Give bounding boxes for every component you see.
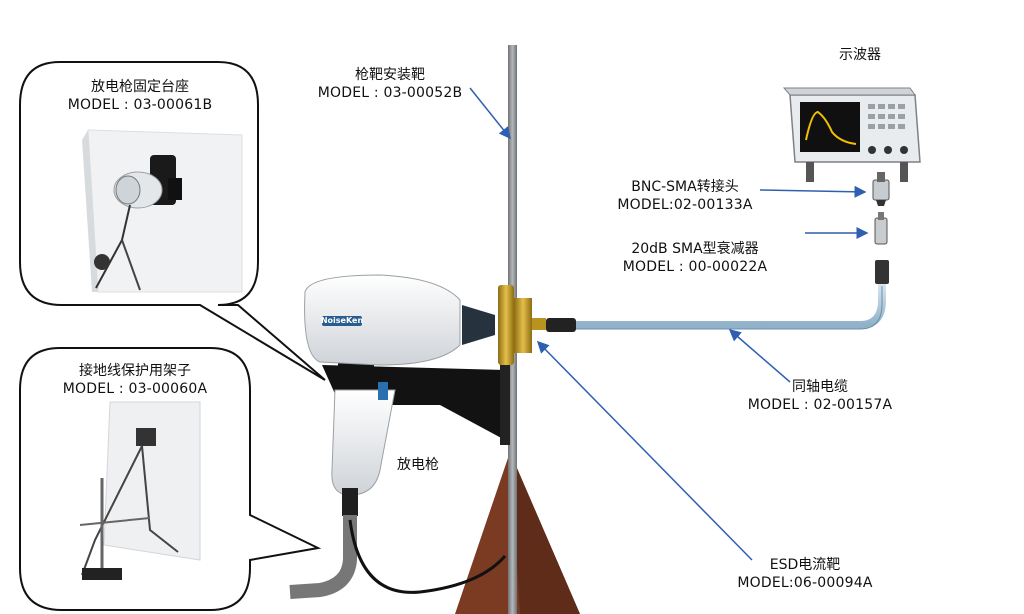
ground-frame-model: MODEL : 03-00060A <box>62 381 208 397</box>
cable-model: MODEL : 02-00157A <box>747 397 893 413</box>
target-mount-arrow <box>469 87 511 140</box>
sma-attenuator <box>874 212 888 245</box>
cable-label: 同轴电缆 MODEL : 02-00157A <box>735 378 905 414</box>
ground-frame-name: 接地线保护用架子 <box>79 363 191 379</box>
esd-target-arrow <box>536 340 753 561</box>
bnc-arrow <box>759 185 867 198</box>
gun-label: 放电枪 <box>378 456 458 474</box>
gun-brand: NoiseKen <box>320 316 364 325</box>
cable-arrow <box>728 329 791 383</box>
bnc-name: BNC-SMA转接头 <box>631 179 739 195</box>
target-mount-label: 枪靶安装靶 MODEL : 03-00052B <box>310 66 470 102</box>
oscilloscope <box>782 87 921 182</box>
stand-model: MODEL : 03-00061B <box>67 97 213 113</box>
target-mount-name: 枪靶安装靶 <box>355 67 425 83</box>
oscilloscope-label: 示波器 <box>820 46 900 64</box>
cable-name: 同轴电缆 <box>792 379 848 395</box>
esd-target-name: ESD电流靶 <box>769 557 841 573</box>
esd-target-label: ESD电流靶 MODEL:06-00094A <box>720 556 890 592</box>
oscilloscope-name: 示波器 <box>839 47 881 63</box>
attenuator-model: MODEL : 00-00022A <box>622 259 768 275</box>
ground-frame-photo <box>79 401 201 580</box>
bnc-label: BNC-SMA转接头 MODEL:02-00133A <box>600 178 770 214</box>
gun-name: 放电枪 <box>397 457 439 473</box>
esd-current-target <box>498 285 546 365</box>
coaxial-cable <box>546 260 889 332</box>
stand-name: 放电枪固定台座 <box>91 79 189 95</box>
bnc-sma-adapter <box>872 172 890 206</box>
stand-label: 放电枪固定台座 MODEL : 03-00061B <box>60 78 220 114</box>
discharge-gun <box>289 274 507 599</box>
target-mount-model: MODEL : 03-00052B <box>317 85 463 101</box>
stand-photo <box>82 129 243 293</box>
ground-frame-label: 接地线保护用架子 MODEL : 03-00060A <box>50 362 220 398</box>
attenuator-label: 20dB SMA型衰减器 MODEL : 00-00022A <box>605 240 785 276</box>
gun-brand-text: NoiseKen <box>318 316 366 326</box>
bnc-model: MODEL:02-00133A <box>617 197 753 213</box>
esd-target-model: MODEL:06-00094A <box>737 575 873 591</box>
attenuator-name: 20dB SMA型衰减器 <box>631 241 759 257</box>
